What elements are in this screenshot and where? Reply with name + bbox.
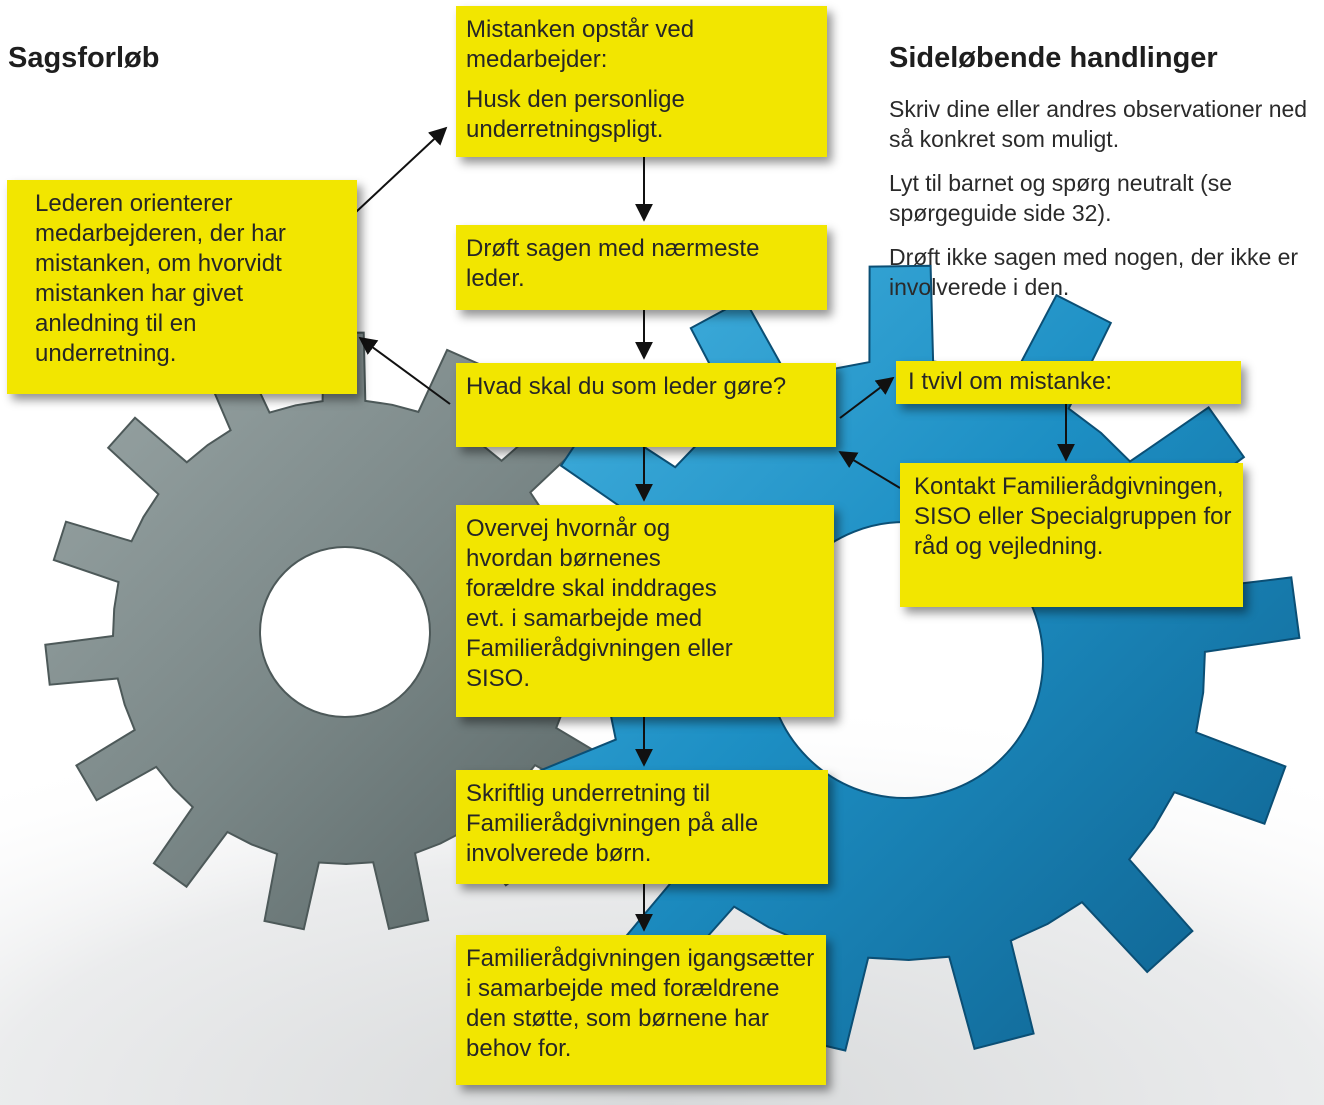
box-orient: Lederen orienterer medarbejderen, der ha…	[7, 180, 357, 394]
box-support: Familierådgivningen igangsætter i samarb…	[456, 935, 826, 1085]
box-support-text: Familierådgivningen igangsætter i samarb…	[466, 945, 815, 1062]
side-action-item: Drøft ikke sagen med nogen, der ikke er …	[889, 244, 1299, 300]
box-leader-question-text: Hvad skal du som leder gøre?	[466, 373, 787, 400]
box-leader-question: Hvad skal du som leder gøre?	[456, 363, 836, 447]
box-doubt: I tvivl om mistanke:	[896, 361, 1241, 404]
box-contact: Kontakt Familierådgivningen, SISO eller …	[900, 463, 1243, 607]
box-contact-text: Kontakt Familierådgivningen, SISO eller …	[914, 473, 1232, 560]
box-orient-text: Lederen orienterer medarbejderen, der ha…	[35, 190, 286, 367]
box-parents: Overvej hvornår og hvordan børnenes foræ…	[456, 505, 834, 717]
box-suspicion-line2: Husk den personlige underretningspligt.	[466, 86, 685, 143]
box-discuss: Drøft sagen med nærmeste leder.	[456, 225, 827, 310]
box-parents-text: Overvej hvornår og hvordan børnenes foræ…	[466, 515, 733, 692]
side-actions-list: Skriv dine eller andres observationer ne…	[889, 94, 1319, 316]
box-suspicion: Mistanken opstår ved medarbejder: Husk d…	[456, 6, 827, 157]
side-action-item: Lyt til barnet og spørg neutralt (se spø…	[889, 170, 1233, 226]
box-report: Skriftlig underretning til Familierådgiv…	[456, 770, 828, 884]
side-action-item: Skriv dine eller andres observationer ne…	[889, 96, 1308, 152]
box-doubt-text: I tvivl om mistanke:	[908, 368, 1113, 395]
box-discuss-text: Drøft sagen med nærmeste leder.	[466, 235, 760, 292]
right-heading: Sideløbende handlinger	[889, 42, 1218, 74]
box-report-text: Skriftlig underretning til Familierådgiv…	[466, 780, 759, 867]
box-suspicion-line1: Mistanken opstår ved medarbejder:	[466, 16, 695, 73]
left-heading: Sagsforløb	[8, 42, 160, 74]
